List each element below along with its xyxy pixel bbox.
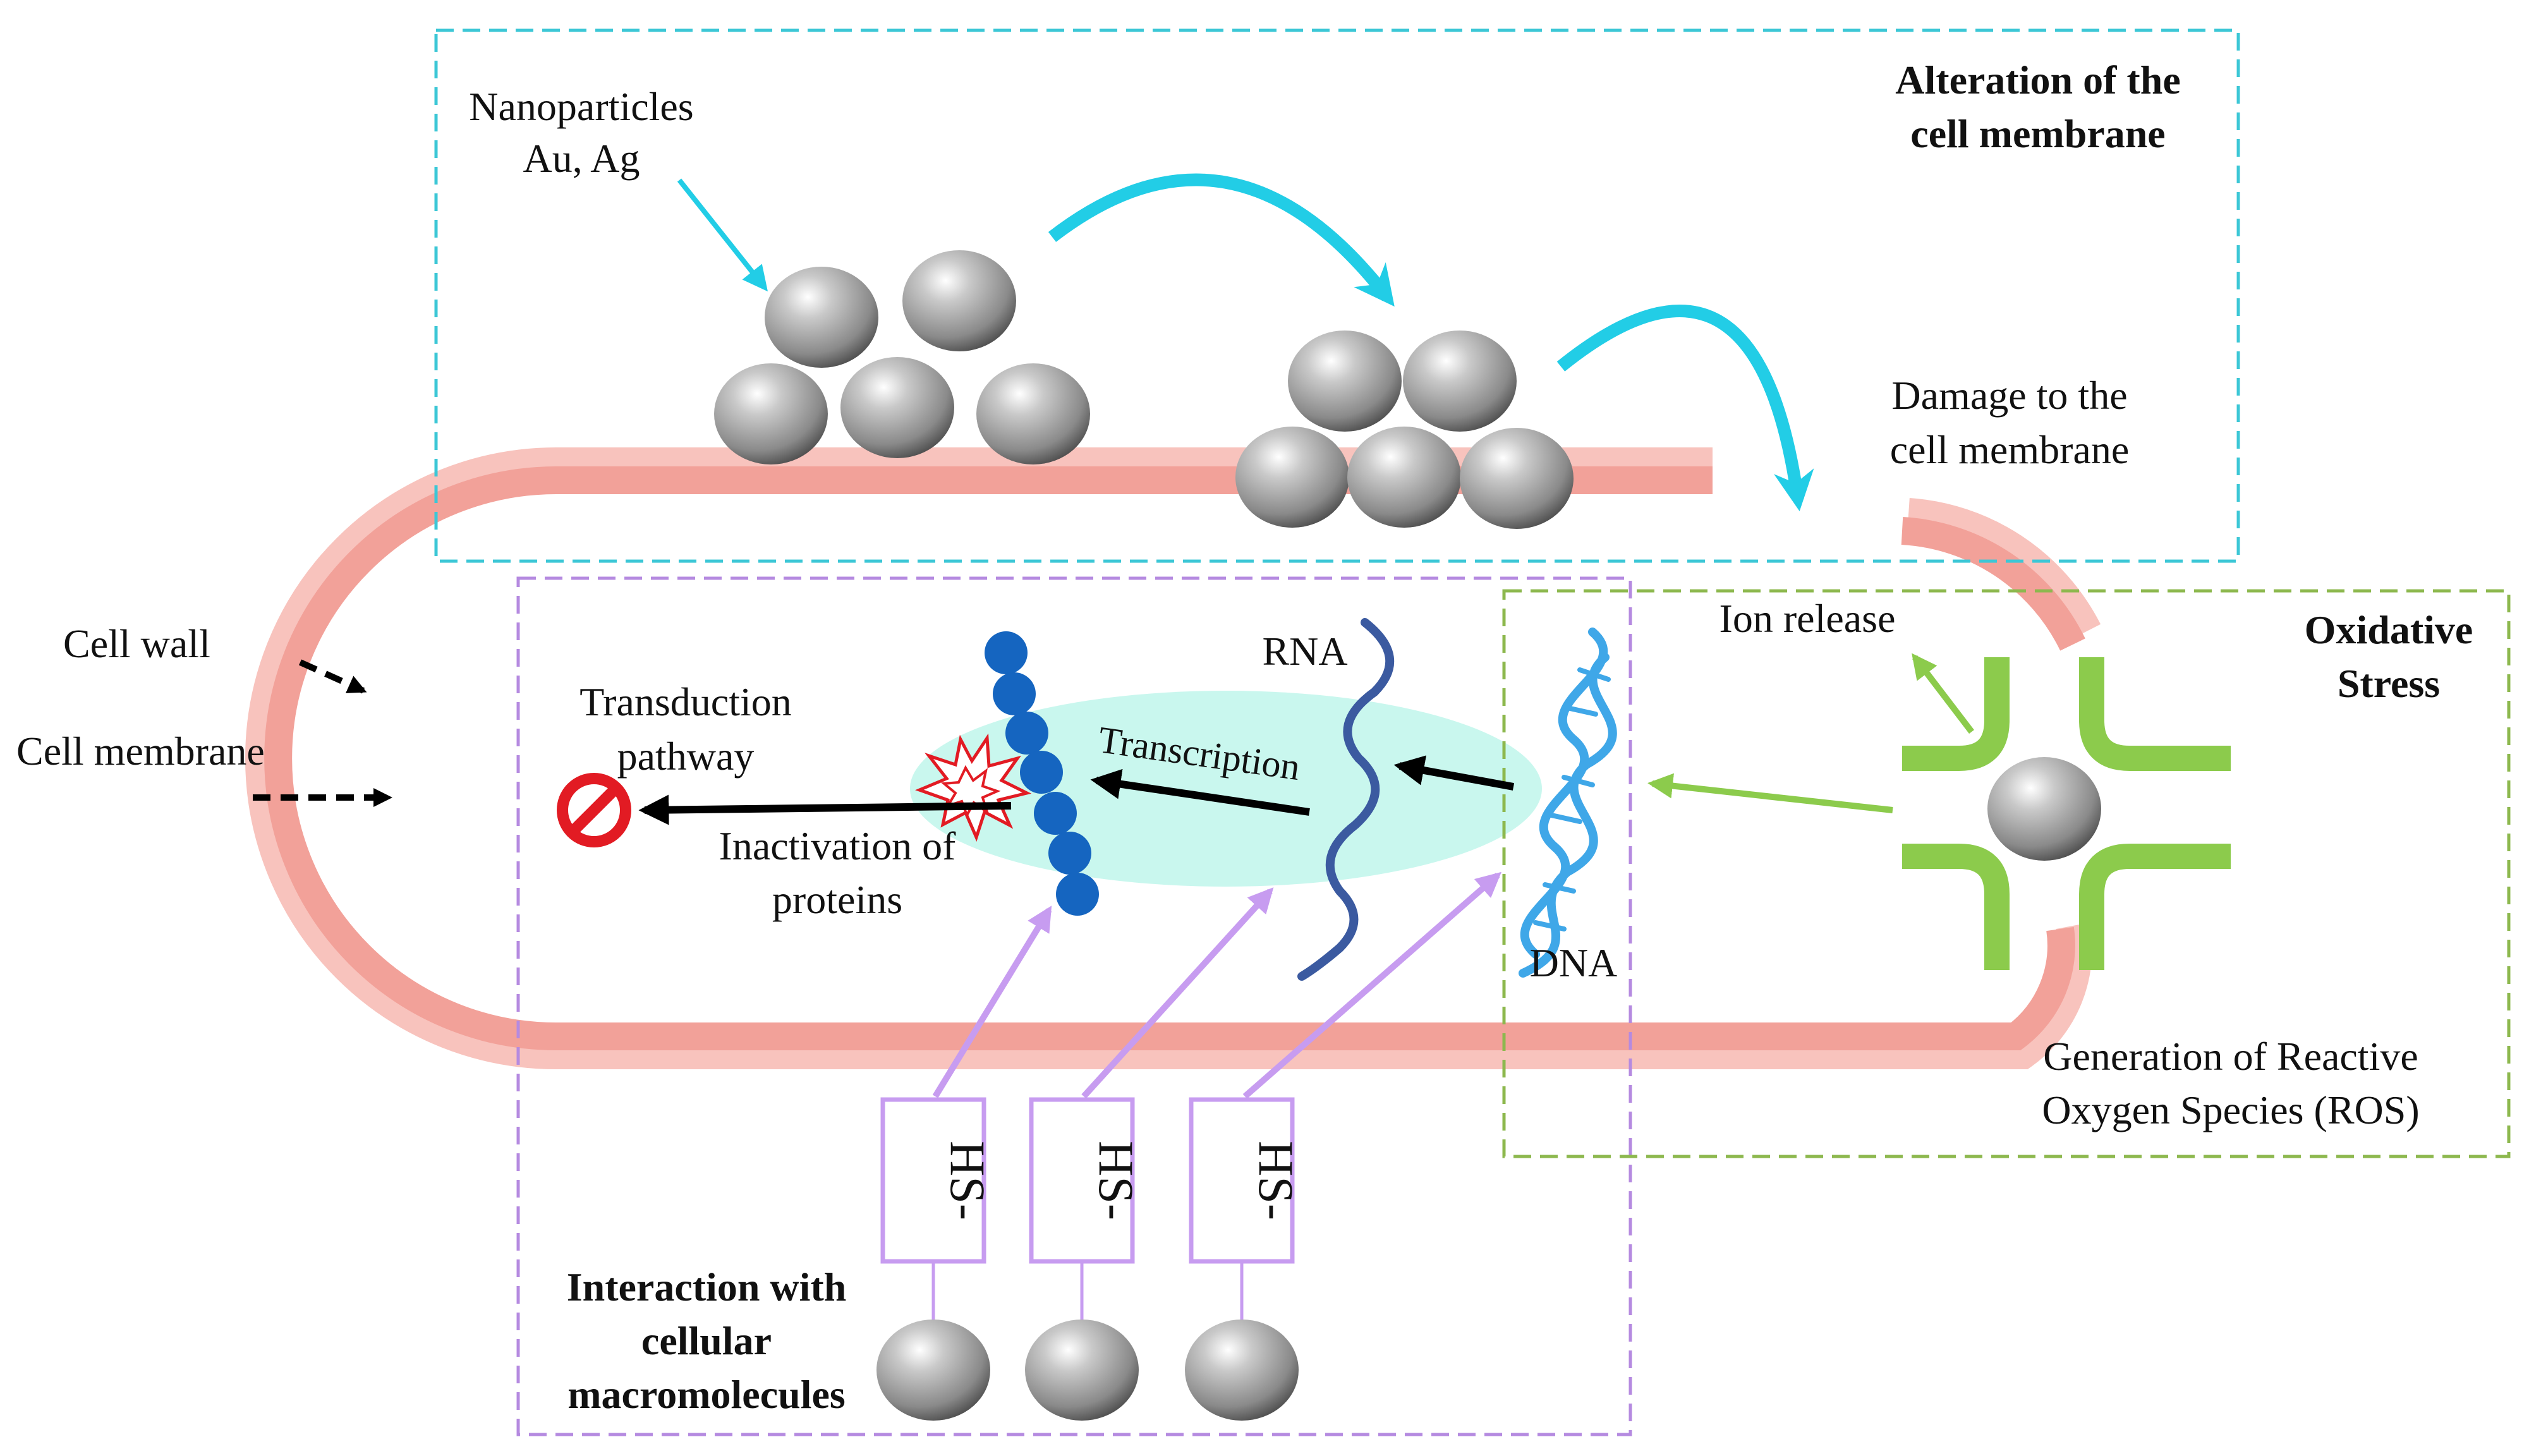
nanoparticle-pointer-arrow bbox=[677, 178, 768, 292]
dna-helix bbox=[1519, 628, 1617, 978]
cell-membrane-label: Cell membrane bbox=[16, 729, 265, 774]
nanoparticle-icon bbox=[876, 1320, 990, 1421]
thiol-group-2: HS- bbox=[1025, 1097, 1144, 1421]
nanoparticle-icon bbox=[976, 363, 1090, 464]
oxidative-stress-frame bbox=[1502, 589, 2511, 1158]
cell-wall-right bbox=[1907, 498, 2101, 640]
thiol-to-dna-arrow bbox=[1242, 871, 1502, 1099]
inactivation-label-1: Inactivation of bbox=[719, 823, 957, 868]
nanoparticle-icon bbox=[902, 250, 1016, 351]
rna-strand bbox=[1297, 618, 1395, 981]
cell-envelope bbox=[245, 447, 2101, 1069]
transduction-label-1: Transduction bbox=[579, 679, 791, 724]
migration-arrow-1 bbox=[1048, 173, 1395, 307]
nanoparticle-icon bbox=[1460, 428, 1574, 529]
nanoparticle-icon bbox=[765, 267, 878, 368]
transduction-label-2: pathway bbox=[617, 734, 755, 779]
oxidative-stress-title-1: Oxidative bbox=[2305, 607, 2473, 652]
ros-label-2: Oxygen Species (ROS) bbox=[2042, 1088, 2419, 1132]
thiol-to-protein-arrow bbox=[932, 906, 1052, 1098]
hs-label: HS- bbox=[1089, 1141, 1144, 1220]
oxidative-stress-title-2: Stress bbox=[2338, 661, 2440, 706]
hs-label: HS- bbox=[1249, 1141, 1304, 1220]
interaction-title-2: cellular bbox=[641, 1318, 772, 1363]
interaction-title-3: macromolecules bbox=[567, 1372, 846, 1417]
nanoparticle-icon bbox=[1403, 331, 1517, 432]
nanoparticle-cluster-free bbox=[714, 250, 1090, 464]
ros-to-dna-arrow bbox=[1647, 773, 1893, 813]
damage-label-1: Damage to the bbox=[1891, 373, 2127, 418]
ion-release-arrow bbox=[1912, 653, 1974, 734]
nanoparticle-icon bbox=[840, 357, 954, 458]
inactivation-arrow bbox=[638, 794, 1012, 825]
protein-chain bbox=[985, 631, 1099, 916]
cell-wall-pointer-arrow bbox=[298, 659, 367, 694]
membrane-alteration-title-2: cell membrane bbox=[1910, 111, 2165, 156]
nanoparticle-icon bbox=[714, 363, 828, 464]
dna-label: DNA bbox=[1530, 940, 1618, 985]
migration-arrow-2 bbox=[1556, 305, 1814, 512]
interaction-title-1: Interaction with bbox=[567, 1265, 847, 1309]
green-cross-icon bbox=[1902, 657, 2231, 970]
cell-membrane-right bbox=[1901, 517, 2085, 651]
nanoparticle-cluster-bound bbox=[1235, 331, 1574, 529]
membrane-alteration-title-1: Alteration of the bbox=[1895, 58, 2180, 102]
dna-to-rna-arrow bbox=[1393, 755, 1515, 791]
cell-membrane bbox=[264, 466, 2075, 1050]
nanoparticles-label-2: Au, Ag bbox=[523, 136, 640, 181]
hs-label: HS- bbox=[940, 1141, 995, 1220]
cell-wall bbox=[245, 447, 2092, 1069]
thiol-group-1: HS- bbox=[876, 1097, 995, 1421]
ion-release-label: Ion release bbox=[1719, 596, 1896, 641]
thiol-group-3: HS- bbox=[1185, 1097, 1304, 1421]
damage-label-2: cell membrane bbox=[1890, 427, 2129, 472]
nanoparticles-label-1: Nanoparticles bbox=[469, 84, 693, 129]
nanoparticle-icon bbox=[1987, 757, 2101, 861]
macromolecule-interaction-frame bbox=[516, 576, 1632, 1436]
prohibition-icon bbox=[557, 773, 631, 847]
transcription-arrow bbox=[1090, 768, 1310, 816]
nanoparticle-icon bbox=[1025, 1320, 1139, 1421]
rna-label: RNA bbox=[1262, 629, 1347, 674]
ros-label-1: Generation of Reactive bbox=[2043, 1034, 2418, 1079]
inactivation-label-2: proteins bbox=[772, 877, 902, 922]
nanoparticle-icon bbox=[1347, 427, 1461, 528]
nanoparticle-icon bbox=[1288, 331, 1402, 432]
cell-wall-label: Cell wall bbox=[63, 621, 210, 666]
nanoparticle-icon bbox=[1235, 427, 1349, 528]
thiol-to-rna-arrow bbox=[1081, 887, 1274, 1099]
nanoparticle-icon bbox=[1185, 1320, 1299, 1421]
